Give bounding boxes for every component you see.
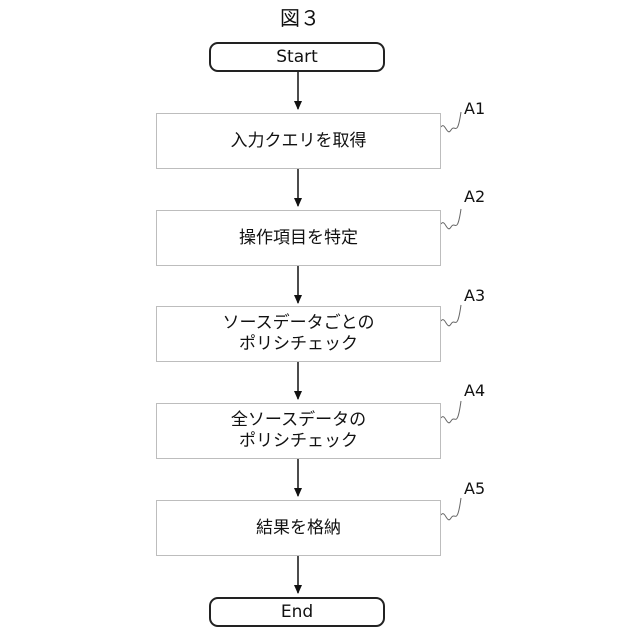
end-terminal: End bbox=[209, 597, 385, 627]
step-label-a4: A4 bbox=[464, 382, 485, 400]
start-terminal: Start bbox=[209, 42, 385, 72]
step-label-a3: A3 bbox=[464, 287, 485, 305]
label-leader-a1 bbox=[441, 112, 461, 132]
process-step-a1: 入力クエリを取得 bbox=[156, 113, 441, 169]
process-step-a2: 操作項目を特定 bbox=[156, 210, 441, 266]
process-step-a5: 結果を格納 bbox=[156, 500, 441, 556]
label-leader-a4 bbox=[441, 401, 461, 423]
label-leader-a2 bbox=[441, 209, 461, 229]
process-step-a4: 全ソースデータの ポリシチェック bbox=[156, 403, 441, 459]
step-label-a5: A5 bbox=[464, 480, 485, 498]
process-step-a3: ソースデータごとの ポリシチェック bbox=[156, 306, 441, 362]
step-label-a1: A1 bbox=[464, 100, 485, 118]
figure-title: 図３ bbox=[0, 4, 600, 32]
label-leader-a5 bbox=[441, 498, 461, 520]
label-leader-a3 bbox=[441, 305, 461, 326]
step-label-a2: A2 bbox=[464, 188, 485, 206]
